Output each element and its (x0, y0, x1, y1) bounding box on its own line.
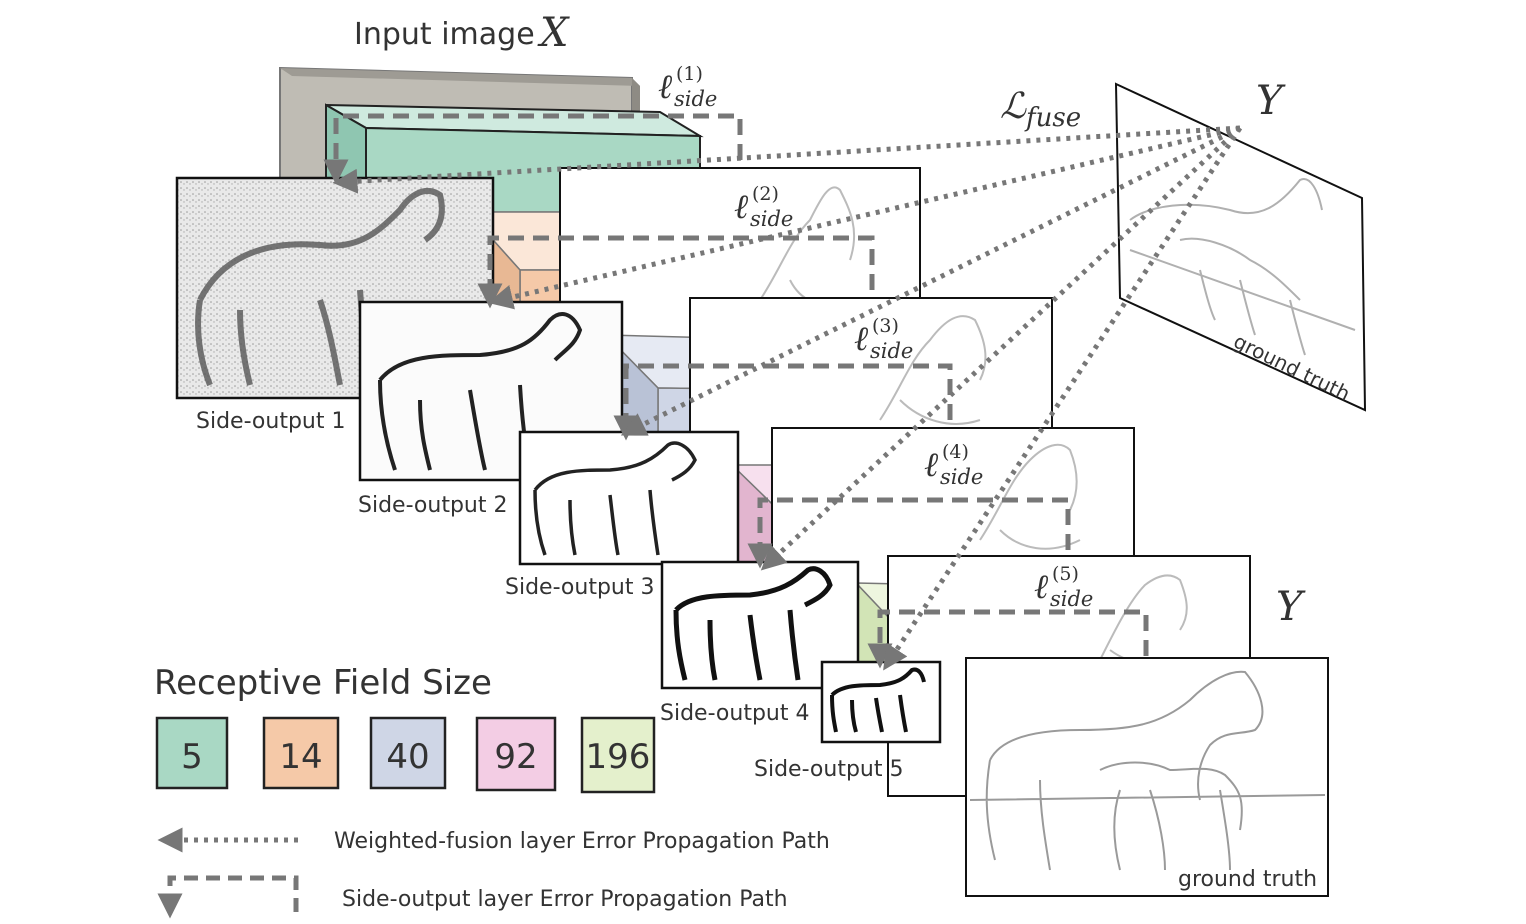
legend-dotted-label: Weighted-fusion layer Error Propagation … (334, 829, 830, 854)
gt-var-top: Y (1256, 78, 1286, 124)
dashed-path-2 (477, 235, 875, 309)
side-loss-2: ℓ (2) side (734, 183, 793, 231)
svg-text:side: side (940, 465, 983, 489)
svg-text:ℓ: ℓ (1034, 567, 1048, 607)
svg-text:ℓ: ℓ (924, 445, 938, 485)
svg-text:ℓ: ℓ (734, 187, 748, 227)
side-output-label-5: Side-output 5 (754, 757, 903, 782)
gt-var-bottom: Y (1276, 584, 1306, 630)
svg-text:side: side (1050, 587, 1093, 611)
svg-text:(3): (3) (872, 315, 899, 337)
svg-text:92: 92 (494, 737, 537, 777)
svg-text:ℓ: ℓ (854, 319, 868, 359)
side-output-label-1: Side-output 1 (196, 409, 345, 434)
side-output-dashed-paths (323, 113, 1149, 669)
side-output-label-3: Side-output 3 (505, 575, 654, 600)
svg-text:5: 5 (181, 737, 203, 777)
dotted-path-3 (620, 125, 1242, 436)
svg-text:(5): (5) (1052, 563, 1079, 585)
svg-text:side: side (870, 339, 913, 363)
ground-truth-bottom: ground truth (965, 657, 1329, 897)
side-output-label-2: Side-output 2 (358, 493, 507, 518)
dashed-path-5 (867, 609, 1149, 669)
svg-text:side: side (674, 87, 717, 111)
fusion-dotted-paths (332, 125, 1243, 671)
input-image-var: X (537, 10, 570, 56)
legend-swatch-40: 40 (369, 716, 447, 790)
svg-text:side: side (750, 207, 793, 231)
side-loss-3: ℓ (3) side (854, 315, 913, 363)
svg-text:ℓ: ℓ (658, 67, 672, 107)
legend-swatch-14: 14 (262, 716, 340, 790)
dashed-path-1 (323, 113, 743, 185)
legend-swatches: 5 14 40 92 196 (155, 716, 656, 794)
legend-swatch-5: 5 (155, 716, 229, 790)
svg-text:(4): (4) (942, 441, 969, 463)
map-2-horse-sketch (879, 315, 987, 425)
dotted-path-2 (487, 125, 1241, 310)
side-output-label-4: Side-output 4 (660, 701, 809, 726)
dotted-path-4 (760, 126, 1242, 571)
side-loss-1: ℓ (1) side (658, 63, 717, 111)
legend-dotted-path: Weighted-fusion layer Error Propagation … (157, 827, 830, 854)
side-output-image-5 (820, 660, 942, 744)
svg-text:(1): (1) (676, 63, 703, 85)
svg-text:196: 196 (586, 737, 651, 777)
ground-truth-bottom-label: ground truth (1178, 867, 1317, 892)
dotted-path-5 (883, 126, 1243, 671)
svg-text:40: 40 (386, 737, 429, 777)
legend-dashed-path: Side-output layer Error Propagation Path (157, 875, 788, 919)
legend-title: Receptive Field Size (154, 663, 492, 703)
legend-swatch-92: 92 (475, 716, 557, 792)
fuse-loss-symbol: ℒ (1000, 86, 1027, 127)
side-loss-5: ℓ (5) side (1034, 563, 1093, 611)
ground-truth-top: ground truth (1114, 82, 1367, 412)
input-image-label: Input image (354, 17, 535, 52)
svg-text:(2): (2) (752, 183, 779, 205)
legend-dashed-label: Side-output layer Error Propagation Path (342, 887, 788, 912)
side-output-image-3 (518, 430, 740, 566)
dashed-path-4 (747, 497, 1071, 569)
fuse-loss-sub: fuse (1024, 103, 1081, 133)
side-loss-4: ℓ (4) side (924, 441, 983, 489)
legend-swatch-196: 196 (580, 716, 656, 794)
svg-text:14: 14 (279, 737, 322, 777)
